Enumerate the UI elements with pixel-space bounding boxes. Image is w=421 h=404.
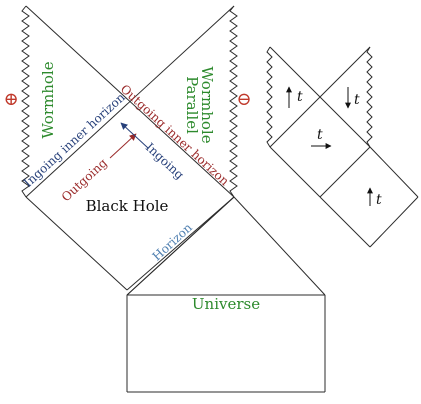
- t-label-center: t: [317, 127, 323, 143]
- labels: ⊕ ⊖ Wormhole Parallel Wormhole Ingoing i…: [3, 61, 382, 313]
- universe-top-right-edge: [233, 196, 326, 296]
- t-label-right: t: [354, 92, 360, 108]
- black-hole-right-lower-edge: [126, 196, 235, 291]
- parallel-wormhole-label-line1: Parallel: [183, 76, 201, 134]
- right-singularity-zigzag: [229, 5, 238, 198]
- small-right-zigzag: [366, 46, 373, 148]
- small-diagram-lines: [266, 46, 419, 248]
- universe-label: Universe: [192, 295, 260, 313]
- small-bh-lower-right: [319, 146, 371, 198]
- t-label-left: t: [297, 89, 303, 105]
- arrows: [109, 86, 373, 206]
- parallel-wormhole-label-line2: Wormhole: [198, 66, 216, 143]
- ingoing-arrow: [120, 122, 149, 149]
- left-singularity-zigzag: [21, 5, 30, 198]
- wormhole-label: Wormhole: [39, 61, 57, 138]
- parallel-wormhole-horizon-line: [25, 5, 235, 198]
- main-diagram-lines: [21, 5, 326, 393]
- plus-symbol: ⊕: [3, 89, 18, 110]
- black-hole-label: Black Hole: [86, 197, 169, 215]
- small-bh-lower-left: [269, 146, 321, 198]
- small-uni-right-up: [369, 146, 419, 198]
- t-label-bottom: t: [376, 192, 382, 208]
- black-hole-left-lower-edge: [25, 196, 128, 291]
- small-uni-right-down: [369, 196, 419, 248]
- universe-top-left-edge: [126, 196, 235, 296]
- small-diag-b: [269, 46, 371, 148]
- horizon-label: Horizon: [150, 220, 195, 263]
- small-left-zigzag: [266, 46, 273, 148]
- outgoing-arrow: [109, 133, 137, 159]
- ingoing-inner-horizon-label: Ingoing inner horizon: [21, 90, 128, 190]
- minus-symbol: ⊖: [236, 89, 251, 110]
- small-uni-left-down: [319, 196, 371, 248]
